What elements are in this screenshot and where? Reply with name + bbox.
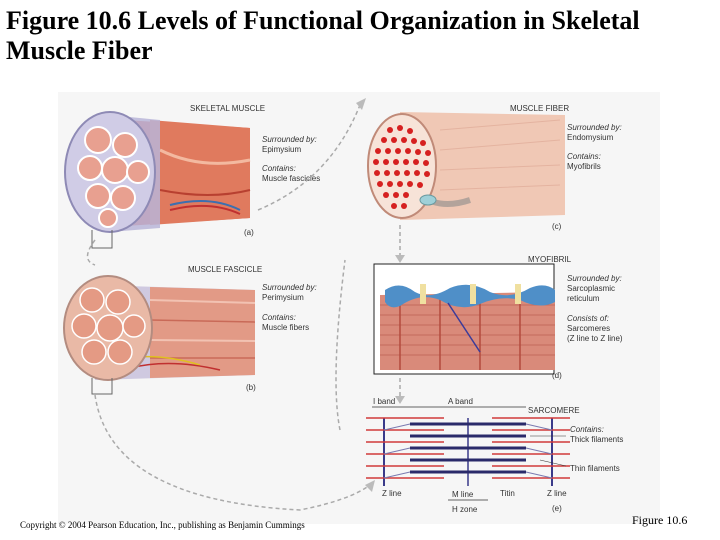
panel-a-line2: Epimysium bbox=[262, 145, 301, 154]
copyright-note: Copyright © 2004 Pearson Education, Inc.… bbox=[20, 520, 305, 530]
panel-a-line1: Surrounded by: bbox=[262, 135, 317, 144]
h-zone-label: H zone bbox=[452, 505, 478, 514]
panel-c-line4: Myofibrils bbox=[567, 162, 601, 171]
panel-d-line3: reticulum bbox=[567, 294, 600, 303]
muscle-fascicle-illustration bbox=[63, 275, 256, 395]
thick-filaments-label: Thick filaments bbox=[570, 435, 623, 444]
panel-b-line4: Muscle fibers bbox=[262, 323, 309, 332]
figure-reference: Figure 10.6 bbox=[632, 513, 688, 527]
arrow-heads bbox=[356, 98, 405, 492]
z-line-left-label: Z line bbox=[382, 489, 402, 498]
skeletal-muscle-illustration bbox=[64, 111, 251, 249]
panel-c-line2: Endomysium bbox=[567, 133, 614, 142]
thin-filaments-label: Thin filaments bbox=[570, 464, 620, 473]
panel-b-line1: Surrounded by: bbox=[262, 283, 317, 292]
panel-c-heading: MUSCLE FIBER bbox=[510, 104, 569, 113]
panel-a-line4: Muscle fascicles bbox=[262, 174, 320, 183]
muscle-fiber-illustration bbox=[367, 112, 565, 220]
panel-d-letter: (d) bbox=[552, 371, 562, 380]
i-band-label: I band bbox=[373, 397, 395, 406]
panel-c-line1: Surrounded by: bbox=[567, 123, 622, 132]
panel-e-letter: (e) bbox=[552, 504, 562, 513]
panel-a-heading: SKELETAL MUSCLE bbox=[190, 104, 265, 113]
a-band-label: A band bbox=[448, 397, 473, 406]
panel-d-line5: Sarcomeres bbox=[567, 324, 610, 333]
z-line-right-label: Z line bbox=[547, 489, 567, 498]
panel-b-line2: Perimysium bbox=[262, 293, 304, 302]
panel-a-letter: (a) bbox=[244, 228, 254, 237]
panel-c-letter: (c) bbox=[552, 222, 562, 231]
figure-title: Figure 10.6 Levels of Functional Organiz… bbox=[6, 6, 640, 65]
myofibril-dots bbox=[373, 125, 431, 209]
panel-c-line3: Contains: bbox=[567, 152, 601, 161]
connector-arrows bbox=[86, 104, 401, 511]
panel-d-heading: MYOFIBRIL bbox=[528, 255, 572, 264]
panel-b-letter: (b) bbox=[246, 383, 256, 392]
panel-b-heading: MUSCLE FASCICLE bbox=[188, 265, 262, 274]
panel-b-line3: Contains: bbox=[262, 313, 296, 322]
sarcomere-illustration bbox=[366, 406, 570, 501]
panel-d-line6: (Z line to Z line) bbox=[567, 334, 623, 343]
panel-e-heading: SARCOMERE bbox=[528, 406, 580, 415]
titin-label: Titin bbox=[500, 489, 515, 498]
panel-a-line3: Contains: bbox=[262, 164, 296, 173]
panel-d-line2: Sarcoplasmic bbox=[567, 284, 615, 293]
panel-e-contains: Contains: bbox=[570, 425, 604, 434]
panel-d-line1: Surrounded by: bbox=[567, 274, 622, 283]
panel-d-line4: Consists of: bbox=[567, 314, 609, 323]
m-line-label: M line bbox=[452, 490, 474, 499]
myofibril-illustration bbox=[373, 263, 555, 375]
